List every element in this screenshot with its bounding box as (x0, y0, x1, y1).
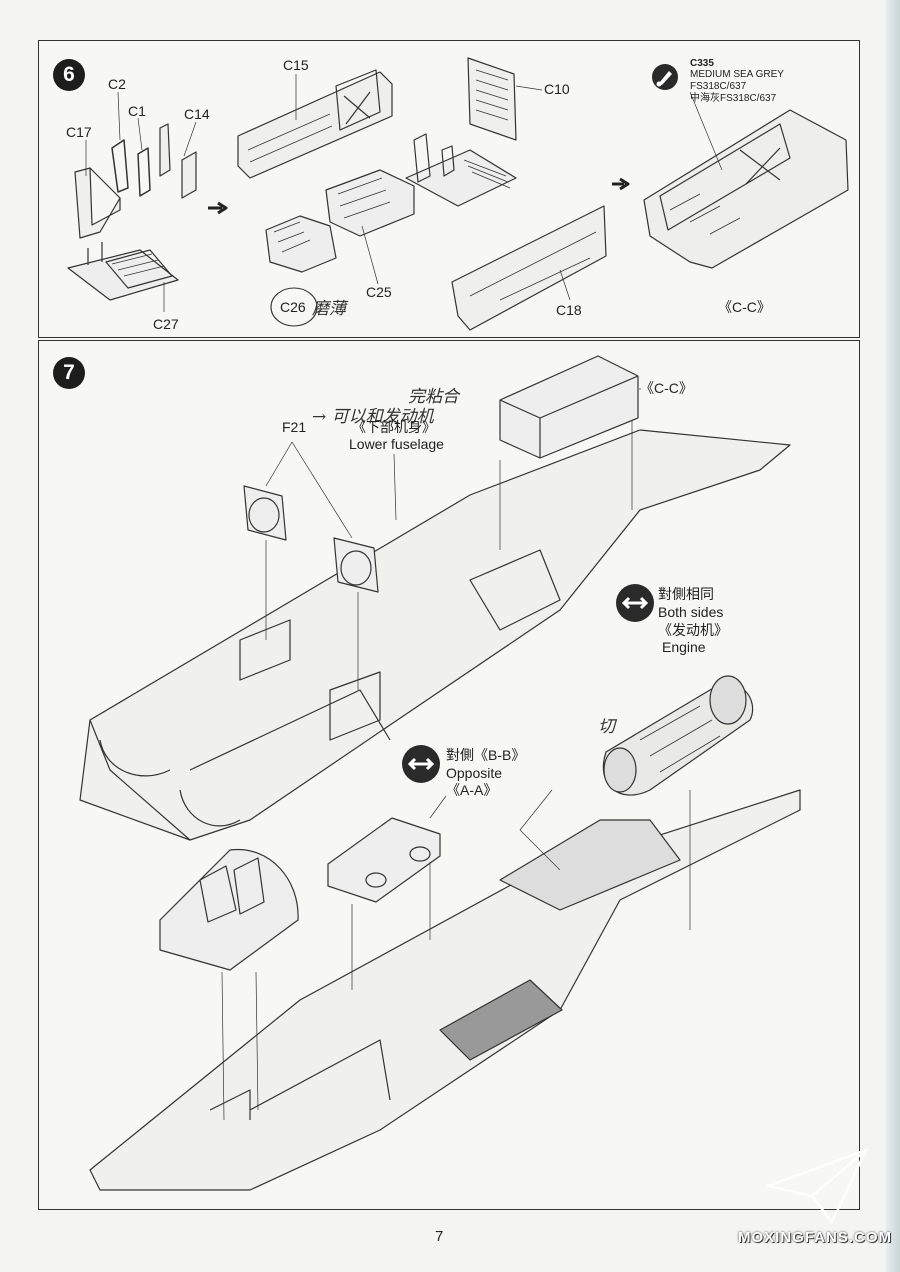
both-sides-cn-label: 對側相同 (658, 586, 714, 602)
part-c10-panel (467, 57, 517, 141)
part-label-c14: C14 (184, 106, 210, 122)
part-label-c18: C18 (556, 302, 582, 318)
aa-block (327, 817, 441, 903)
cc-result-label: 《C-C》 (718, 299, 771, 315)
engine-en-label: Engine (662, 639, 706, 655)
handwritten-note-engine-1: → 可以和发动机 (312, 407, 434, 427)
lower-fuselage-part (79, 429, 791, 841)
paint-code: C335 (690, 58, 714, 69)
part-label-c10: C10 (544, 81, 570, 97)
part-f21-rings (243, 485, 379, 593)
lower-fuselage-cn-label: 《下部机身》 (352, 419, 436, 435)
lower-fuselage-bottom (89, 789, 801, 1191)
step-7-number: 7 (53, 357, 85, 389)
part-label-c26: C26 (280, 299, 306, 315)
part-c18-sidewall (451, 205, 607, 331)
part-label-c27: C27 (153, 316, 179, 332)
part-c25-tubs (265, 169, 415, 273)
page-number: 7 (435, 1228, 444, 1245)
opposite-cn-label: 對側《B-B》 (446, 747, 526, 763)
part-c17-frame (74, 123, 197, 239)
part-label-c1: C1 (128, 103, 146, 119)
cc-assembly-result (643, 109, 849, 269)
handwritten-note-engine-2: 完粘合 (408, 387, 459, 407)
c26-handwritten-circle (270, 287, 318, 327)
part-c15-bulkhead (237, 69, 393, 179)
watermark-text: MOXINGFANS.COM (738, 1229, 893, 1246)
part-seat-assembly (405, 133, 517, 207)
watermark-plane-icon (766, 1148, 868, 1224)
part-label-c25: C25 (366, 284, 392, 300)
paint-chinese-name: 中海灰FS318C/637 (690, 93, 777, 104)
opposite-en-label: Opposite (446, 765, 503, 781)
swap-arrows-icon (616, 584, 654, 622)
part-label-c2: C2 (108, 76, 126, 92)
part-label-f21: F21 (282, 419, 307, 435)
step-6-number: 6 (53, 59, 85, 91)
cockpit-tub (159, 848, 299, 971)
cc-label-step7: 《C-C》 (640, 380, 693, 396)
paint-name: MEDIUM SEA GREY (690, 69, 784, 80)
engine-part (602, 675, 754, 796)
engine-cn-label: 《发动机》 (658, 622, 728, 638)
arrow-right-icon (208, 201, 228, 215)
part-label-c17: C17 (66, 124, 92, 140)
part-label-c15: C15 (283, 57, 309, 73)
swap-arrows-icon (402, 745, 440, 783)
paint-brush-icon (652, 64, 678, 90)
handwritten-note-thin: 磨薄 (312, 299, 346, 319)
paint-fs-code: FS318C/637 (690, 81, 747, 92)
part-c27-floor (67, 242, 179, 301)
page-edge (886, 0, 900, 1272)
cc-block-top (499, 355, 639, 459)
aa-label: 《A-A》 (446, 782, 498, 798)
both-sides-en-label: Both sides (658, 604, 724, 620)
lower-fuselage-en-label: Lower fuselage (349, 436, 444, 452)
handwritten-note-cut: 切 (598, 717, 615, 737)
